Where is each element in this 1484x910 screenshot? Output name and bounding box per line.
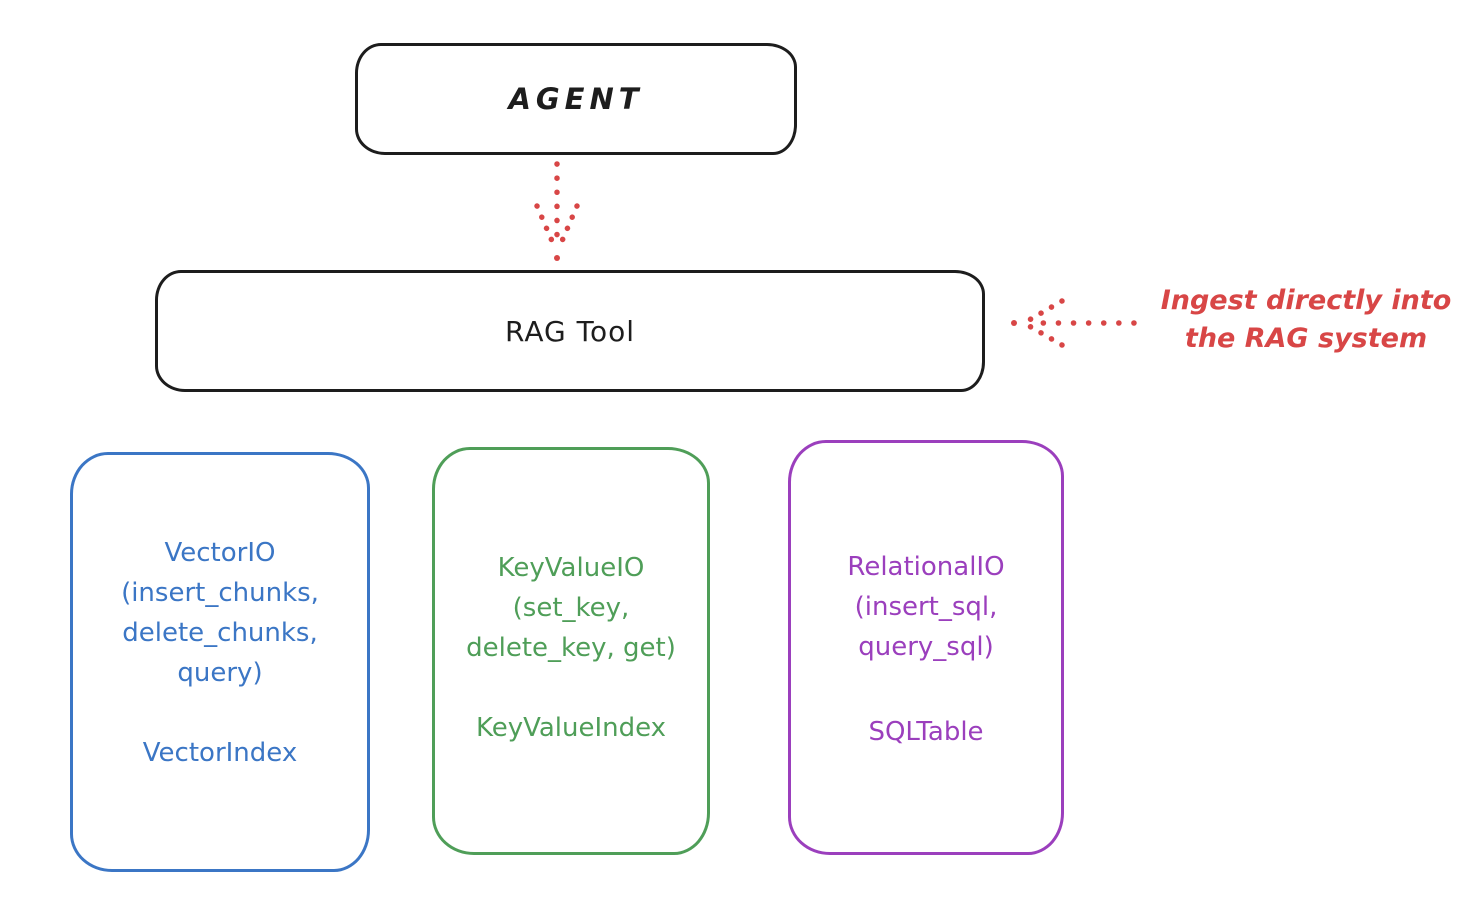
vector-io-line: delete_chunks, [122, 618, 318, 648]
rag-tool-label: RAG Tool [505, 314, 635, 348]
arrow-left-head-bottom [1021, 320, 1065, 348]
agent-box: AGENT [355, 43, 797, 155]
keyvalue-io-box: KeyValueIO (set_key, delete_key, get) Ke… [432, 447, 710, 855]
arrow-down-tip [554, 255, 560, 261]
vector-io-line: VectorIO [164, 538, 276, 568]
relational-io-box: RelationalIO (insert_sql, query_sql) SQL… [788, 440, 1064, 855]
keyvalue-index-label: KeyValueIndex [475, 713, 667, 743]
annotation-line-2: the RAG system [1184, 323, 1428, 354]
keyvalue-io-line: (set_key, [512, 593, 630, 623]
rag-tool-box: RAG Tool [155, 270, 985, 392]
keyvalue-io-line: delete_key, get) [466, 633, 676, 663]
arrow-down-head-left [534, 203, 558, 251]
arrow-down-head-right [556, 203, 580, 251]
agent-label: AGENT [508, 82, 644, 116]
vector-index-label: VectorIndex [142, 738, 298, 768]
sql-table-label: SQLTable [868, 717, 984, 747]
arrow-left-tip [1011, 320, 1017, 326]
dotted-arrow-left-icon [1011, 298, 1137, 348]
vector-io-line: query) [177, 658, 263, 688]
arrow-left-head-top [1021, 298, 1065, 326]
dotted-arrow-down-icon [534, 161, 580, 261]
annotation-line-1: Ingest directly into [1160, 285, 1452, 316]
vector-io-line: (insert_chunks, [121, 578, 319, 608]
keyvalue-io-line: KeyValueIO [497, 553, 645, 583]
relational-io-line: query_sql) [858, 632, 994, 662]
vector-io-box: VectorIO (insert_chunks, delete_chunks, … [70, 452, 370, 872]
relational-io-line: RelationalIO [847, 552, 1005, 582]
annotation-ingest: Ingest directly into the RAG system [1138, 282, 1474, 358]
relational-io-line: (insert_sql, [854, 592, 998, 622]
